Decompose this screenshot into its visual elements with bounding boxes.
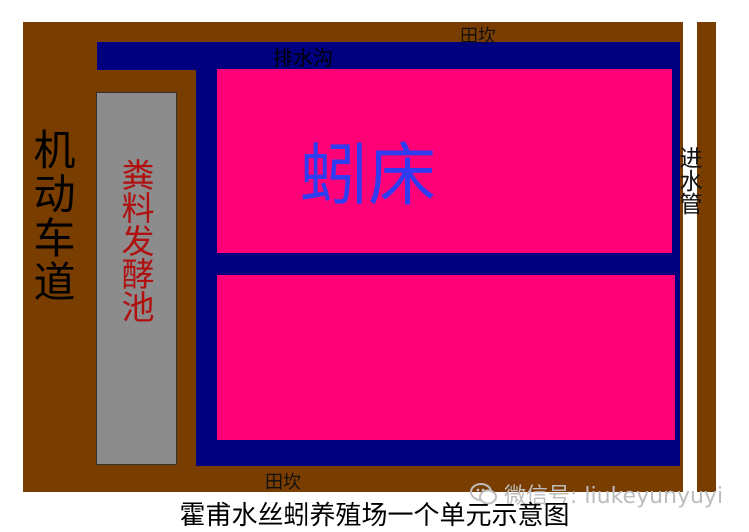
- worm-bed-upper: [217, 69, 672, 253]
- road-label: 机动车道: [27, 128, 76, 304]
- inlet-pipe-strip: [683, 22, 697, 492]
- inlet-pipe-label: 进水管: [675, 146, 701, 215]
- diagram-caption: 霍甫水丝蚓养殖场一个单元示意图: [179, 501, 570, 531]
- watermark-text: 微信号: liukeyunyuyi: [504, 484, 724, 509]
- wechat-icon: [470, 482, 498, 506]
- ridge-bottom-label: 田坎: [265, 472, 301, 493]
- watermark: 微信号: liukeyunyuyi: [470, 478, 723, 510]
- bed-label: 蚓床: [300, 137, 437, 216]
- manure-fermentation-pit: [96, 92, 177, 465]
- drain-label: 排水沟: [273, 46, 333, 70]
- worm-bed-lower: [217, 275, 675, 440]
- ridge-top-label: 田坎: [460, 26, 496, 47]
- pit-label: 粪料发酵池: [116, 158, 155, 323]
